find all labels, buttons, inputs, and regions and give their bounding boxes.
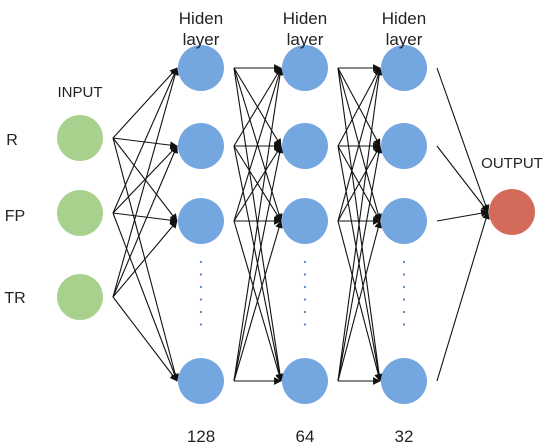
hidden-3-node-4 (381, 358, 427, 404)
edge-h2-1-h3-0 (337, 67, 381, 147)
hidden-layer-2-count: 64 (296, 427, 315, 446)
input-layer-title: INPUT (58, 84, 103, 101)
hidden-2-node-3 (282, 198, 328, 244)
hidden-layer-3-title-line2: layer (386, 30, 423, 49)
hidden-1-ellipsis-dot-6 (199, 323, 203, 326)
hidden-layer-1-title-line2: layer (183, 30, 220, 49)
input-node-3 (57, 274, 103, 320)
input-node-2 (57, 190, 103, 236)
edge-input-2-h1-3 (112, 296, 178, 382)
input-label-r: R (6, 132, 18, 149)
ellipsis-dots (199, 260, 406, 326)
hidden-3-ellipsis-dot-3 (402, 285, 406, 289)
hidden-3-node-2 (381, 123, 427, 169)
hidden-3-node-3 (381, 198, 427, 244)
hidden-2-ellipsis-dot-5 (303, 310, 307, 314)
edge-input-2-h1-2 (112, 220, 178, 298)
hidden-layer-3-count: 32 (395, 427, 414, 446)
edge-h3-0-output (436, 67, 490, 213)
edge-input-2-h1-0 (112, 67, 179, 298)
network-nodes (57, 45, 535, 404)
edge-h2-2-h3-1 (337, 145, 381, 222)
hidden-layer-2-title-line2: layer (287, 30, 324, 49)
hidden-2-node-1 (282, 45, 328, 91)
hidden-1-ellipsis-dot-2 (199, 273, 203, 276)
hidden-1-ellipsis-dot-3 (199, 285, 203, 289)
edge-h1-3-h2-2 (233, 220, 283, 382)
hidden-2-ellipsis-dot-1 (303, 260, 307, 264)
hidden-3-node-1 (381, 45, 427, 91)
input-label-fp: FP (5, 208, 25, 225)
hidden-3-ellipsis-dot-1 (402, 260, 406, 264)
hidden-1-ellipsis-dot-4 (199, 298, 203, 301)
input-label-tr: TR (4, 290, 25, 307)
edge-h3-3-output (436, 211, 490, 382)
edge-h1-2-h2-0 (233, 67, 283, 222)
hidden-layer-3-title-line1: Hiden (382, 9, 426, 28)
hidden-layer-1-count: 128 (187, 427, 215, 446)
edge-input-1-h1-0 (112, 67, 178, 214)
edge-h2-2-h3-0 (337, 67, 382, 222)
connection-edges (112, 64, 490, 385)
edge-h2-3-h3-0 (337, 67, 383, 382)
edge-h1-3-h2-0 (233, 67, 284, 382)
hidden-2-ellipsis-dot-2 (303, 273, 307, 276)
edge-input-1-h1-3 (112, 212, 179, 382)
hidden-2-node-4 (282, 358, 328, 404)
hidden-3-ellipsis-dot-4 (402, 298, 406, 301)
hidden-2-node-2 (282, 123, 328, 169)
hidden-2-ellipsis-dot-6 (303, 323, 307, 326)
hidden-1-ellipsis-dot-5 (199, 310, 203, 314)
hidden-2-ellipsis-dot-3 (303, 285, 307, 289)
hidden-2-ellipsis-dot-4 (303, 298, 307, 301)
hidden-layer-1-title-line1: Hiden (179, 9, 223, 28)
hidden-1-node-2 (178, 123, 224, 169)
hidden-layer-2-title-line1: Hiden (283, 9, 327, 28)
hidden-3-ellipsis-dot-6 (402, 323, 406, 326)
edge-h1-1-h2-0 (233, 67, 282, 147)
hidden-1-node-1 (178, 45, 224, 91)
hidden-1-node-4 (178, 358, 224, 404)
edge-h3-2-output (436, 209, 489, 222)
edge-input-0-h1-0 (112, 67, 178, 139)
output-layer-title: OUTPUT (481, 155, 543, 172)
input-node-1 (57, 115, 103, 161)
edge-input-1-h1-2 (112, 212, 178, 224)
hidden-3-ellipsis-dot-2 (402, 273, 406, 276)
edge-input-1-h1-1 (112, 145, 178, 214)
edge-input-2-h1-1 (112, 145, 178, 298)
output-node (489, 189, 535, 235)
hidden-1-node-3 (178, 198, 224, 244)
edge-h1-2-h2-1 (233, 145, 282, 222)
edge-h3-1-output (436, 145, 489, 213)
hidden-1-ellipsis-dot-1 (199, 260, 203, 264)
edge-h2-3-h3-2 (337, 220, 382, 382)
edge-h2-3-h3-1 (337, 145, 383, 382)
edge-input-0-h1-1 (112, 137, 178, 149)
edge-h1-3-h2-1 (233, 145, 284, 382)
hidden-3-ellipsis-dot-5 (402, 310, 406, 314)
